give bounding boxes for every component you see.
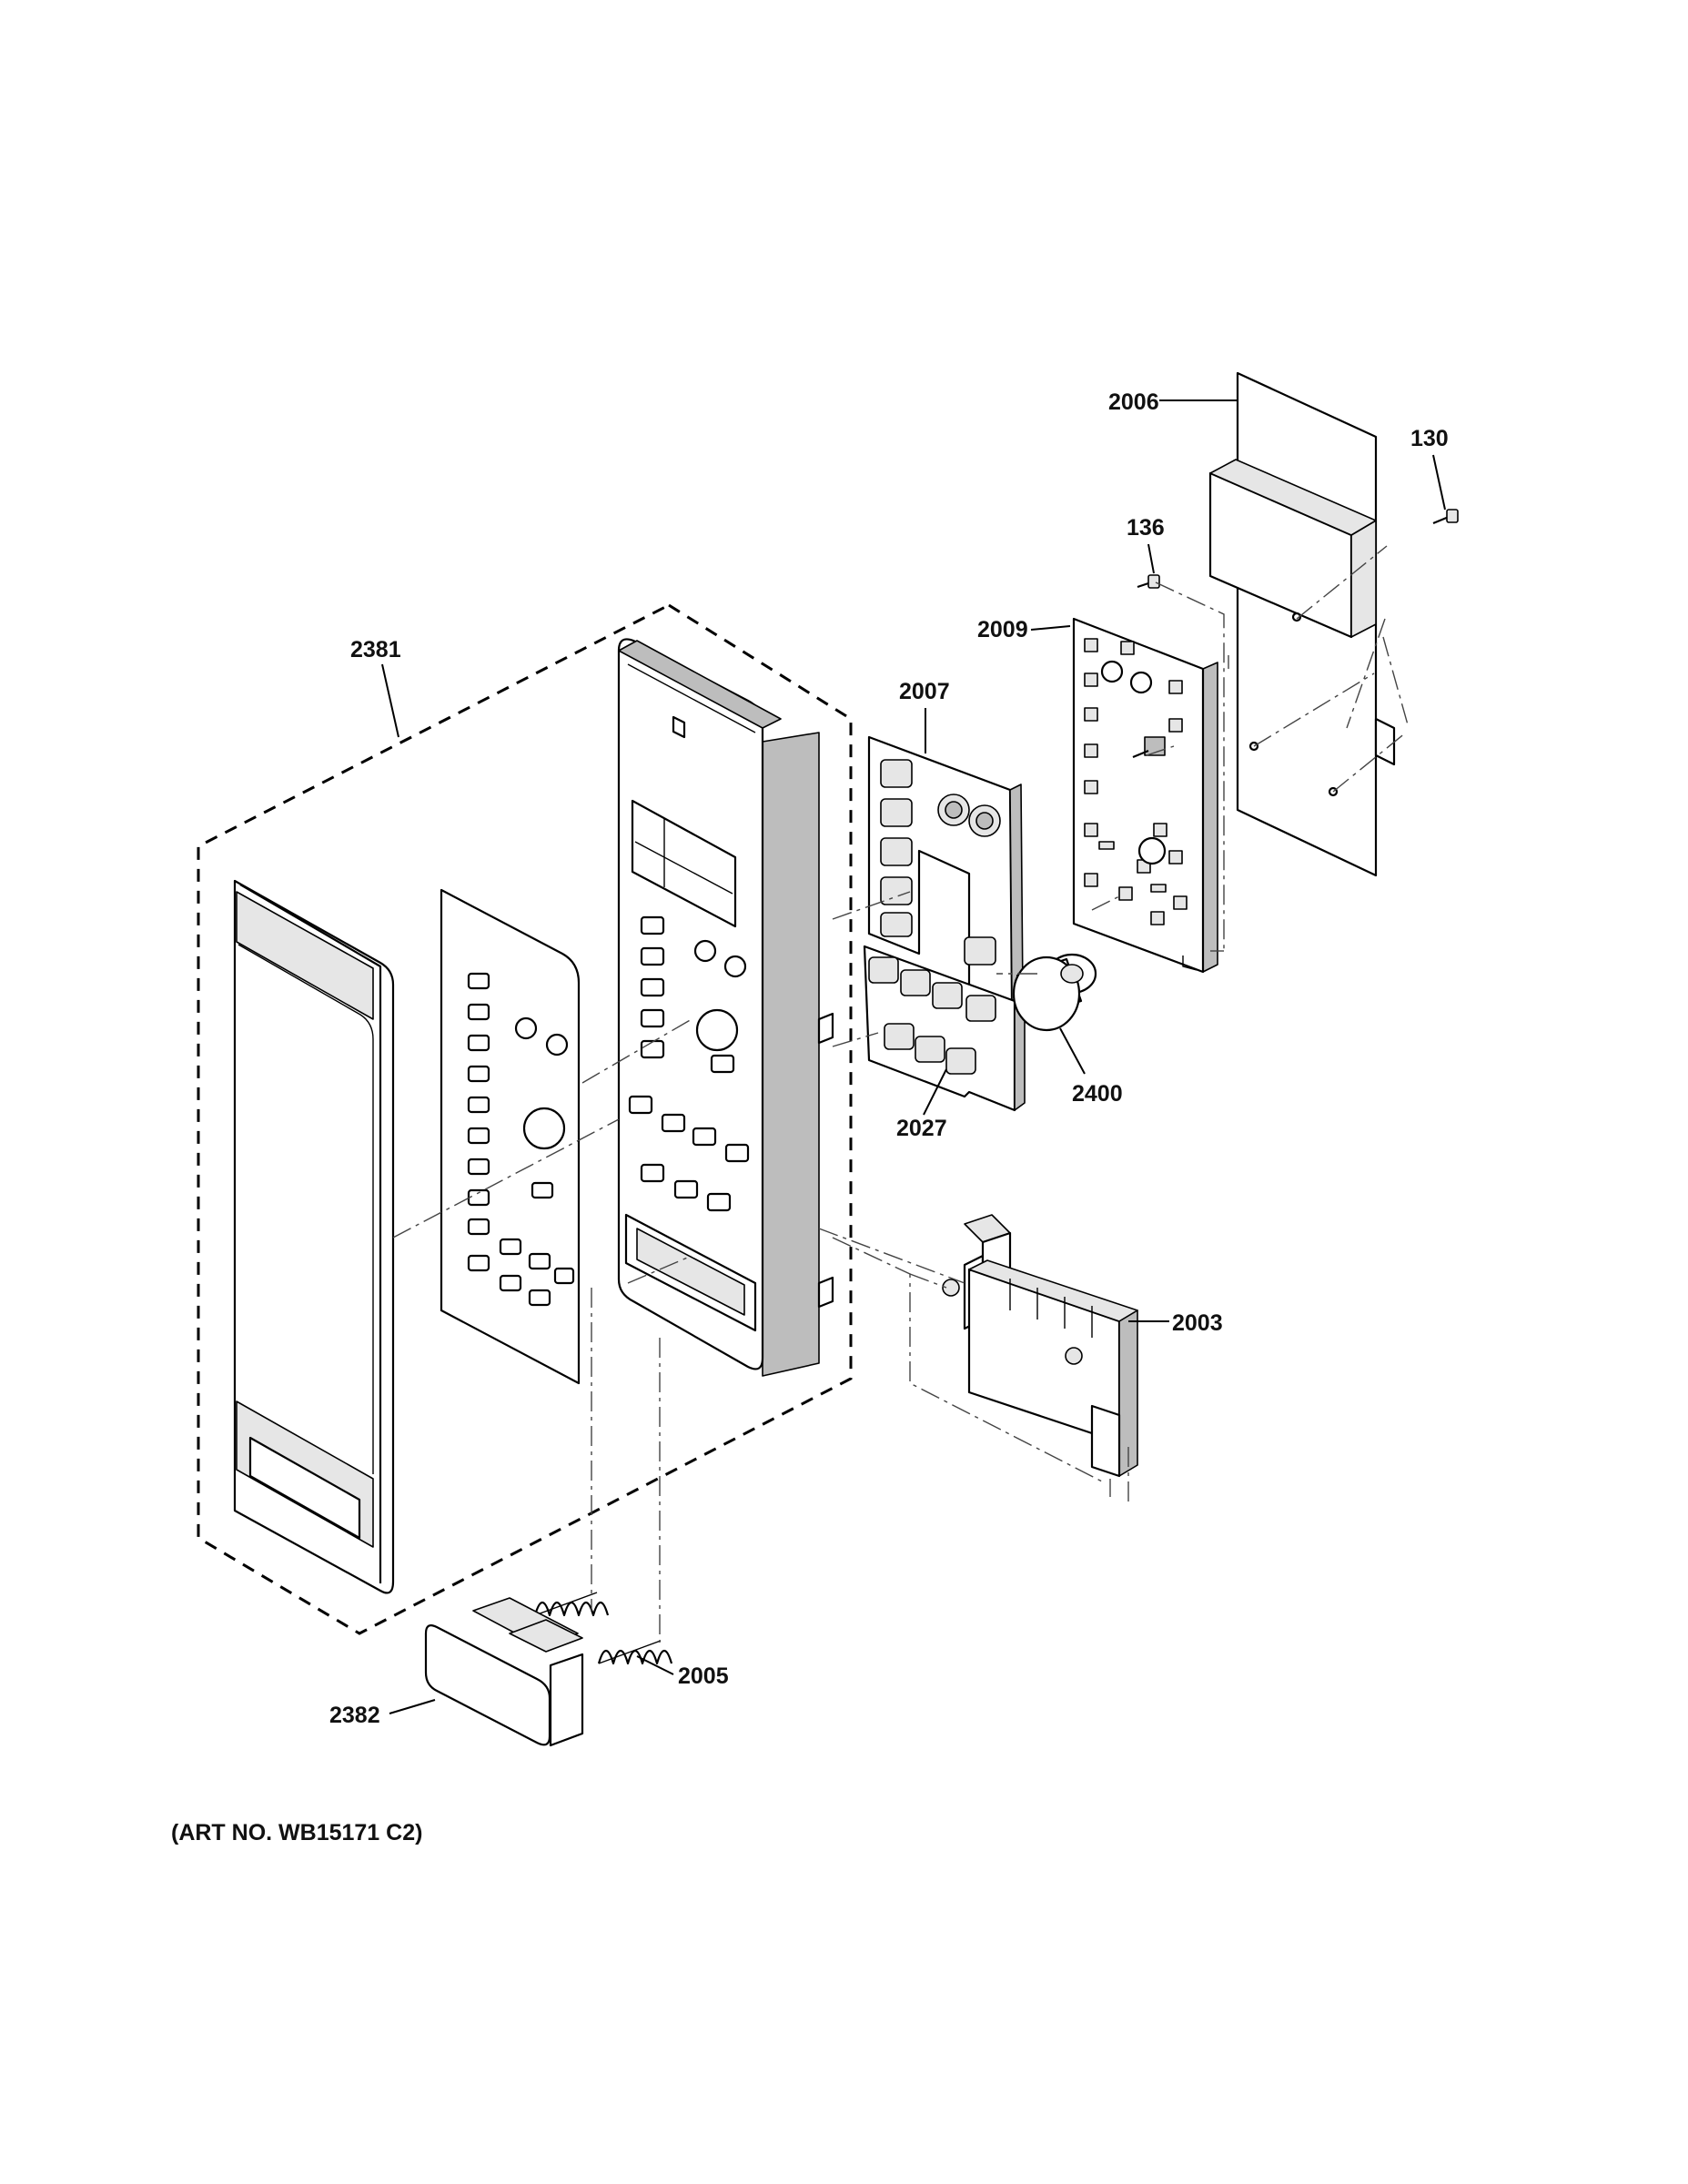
label-130: 130: [1410, 426, 1449, 451]
front-trim-panel: [233, 879, 395, 1594]
label-2382: 2382: [329, 1703, 380, 1728]
label-136: 136: [1127, 515, 1165, 541]
knob-2400: [1012, 953, 1097, 1032]
label-2009: 2009: [977, 617, 1028, 642]
label-2005: 2005: [678, 1663, 729, 1689]
screw-136: [1137, 574, 1160, 589]
door-release-button-2382: [424, 1597, 584, 1747]
label-2027: 2027: [896, 1116, 947, 1141]
latch-lever-2003: [942, 1214, 1138, 1478]
shield-panel-2006: [1208, 371, 1396, 877]
control-panel-frame: [617, 638, 834, 1377]
key-switch-assembly-2007: [867, 735, 1024, 1003]
label-2007: 2007: [899, 679, 950, 704]
label-2400: 2400: [1072, 1081, 1123, 1107]
art-number-caption: (ART NO. WB15171 C2): [171, 1820, 422, 1845]
label-2006: 2006: [1108, 389, 1159, 415]
label-2003: 2003: [1172, 1310, 1223, 1336]
key-switch-assembly-2027: [863, 945, 1026, 1112]
assembly-2381-boundary: [197, 603, 853, 1635]
spring-lower: [597, 1640, 673, 1665]
spring-upper: [533, 1592, 610, 1617]
alignment-lines: [392, 545, 1410, 1643]
label-2381: 2381: [350, 637, 401, 662]
control-board-2009: [1072, 617, 1218, 974]
screw-130: [1432, 509, 1459, 525]
keypad-overlay: [440, 888, 581, 1385]
leader-lines: [381, 399, 1446, 1714]
